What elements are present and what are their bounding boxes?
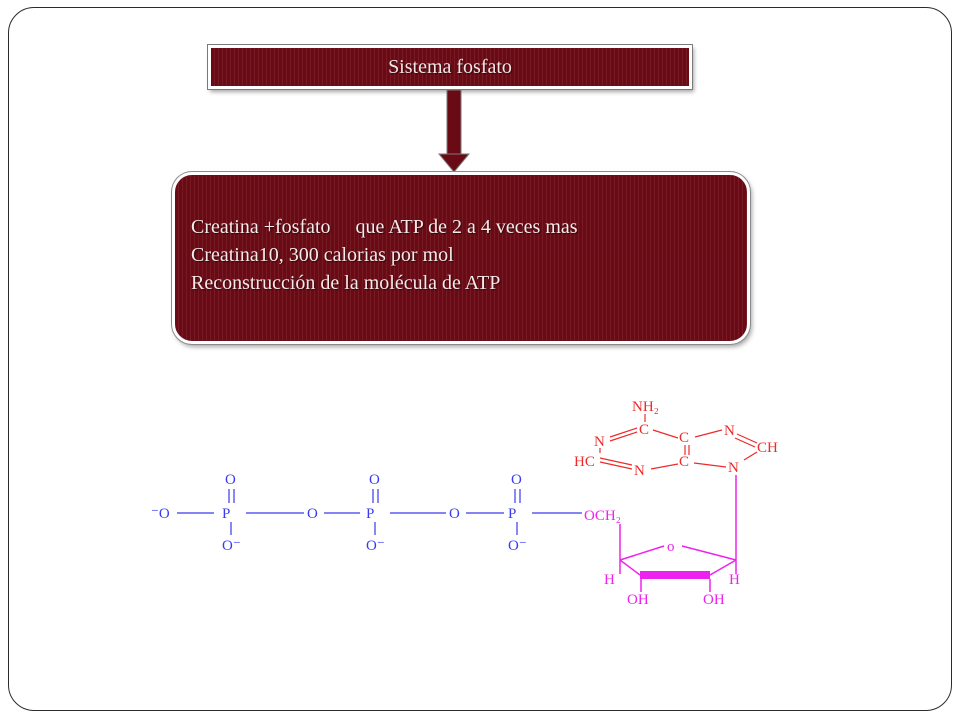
p2-label: P bbox=[366, 506, 374, 522]
c8-label: CH bbox=[757, 440, 778, 456]
content-line-2: Creatina10, 300 calorias por mol bbox=[191, 244, 454, 266]
p1-label: P bbox=[222, 506, 230, 522]
ring-o-label: o bbox=[667, 539, 675, 555]
p3-o-top: O bbox=[511, 472, 522, 488]
bridge-o-1: O bbox=[307, 506, 318, 522]
p3-o-minus: O⁻ bbox=[508, 538, 527, 554]
content-line-1: Creatina +fosfato que ATP de 2 a 4 veces… bbox=[191, 216, 578, 238]
p2-o-top: O bbox=[369, 472, 380, 488]
h-right-label: H bbox=[729, 572, 740, 588]
n1-label: N bbox=[594, 434, 605, 450]
oh-right-label: OH bbox=[703, 592, 725, 608]
n9-label: N bbox=[728, 460, 739, 476]
och2-label: OCH₂ bbox=[584, 508, 621, 524]
c4-label: C bbox=[679, 454, 689, 470]
nh2-label: NH₂ bbox=[632, 399, 659, 415]
down-arrow-connector bbox=[437, 90, 471, 173]
phosphate-chain: ⁻O O P O⁻ O O P O⁻ O O P O⁻ bbox=[151, 472, 582, 554]
o-minus-left-label: ⁻O bbox=[151, 506, 170, 522]
p1-o-minus: O⁻ bbox=[222, 538, 241, 554]
content-line-3: Reconstrucción de la molécula de ATP bbox=[191, 272, 501, 294]
n7-label: N bbox=[724, 423, 735, 439]
p3-label: P bbox=[508, 506, 516, 522]
n3-label: N bbox=[634, 463, 645, 479]
c5-label: C bbox=[679, 430, 689, 446]
content-box: Creatina +fosfato que ATP de 2 a 4 veces… bbox=[172, 172, 750, 344]
title-text: Sistema fosfato bbox=[388, 55, 512, 78]
c2-label: HC bbox=[574, 454, 595, 470]
title-box: Sistema fosfato bbox=[208, 45, 692, 89]
adenine-base: NH₂ C N HC N C C N CH N bbox=[574, 399, 778, 479]
p1-o-top: O bbox=[225, 472, 236, 488]
slide-frame bbox=[8, 7, 952, 711]
p2-o-minus: O⁻ bbox=[366, 538, 385, 554]
bridge-o-2: O bbox=[449, 506, 460, 522]
c6-label: C bbox=[639, 422, 649, 438]
h-left-label: H bbox=[604, 572, 615, 588]
ribose-sugar: OCH₂ o H H OH OH bbox=[584, 475, 740, 608]
oh-left-label: OH bbox=[627, 592, 649, 608]
